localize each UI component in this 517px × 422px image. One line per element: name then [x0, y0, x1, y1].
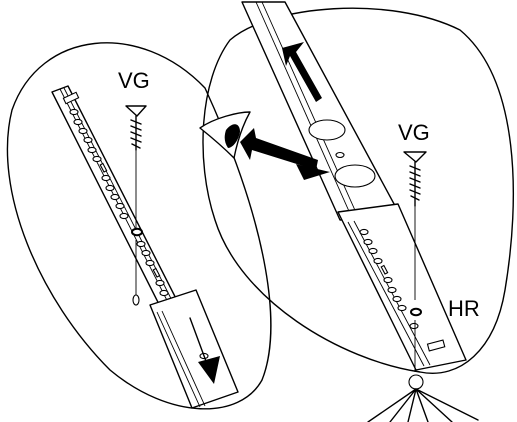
screw-left-icon: [125, 105, 147, 306]
right-rail-inner: [337, 203, 467, 371]
focus-point-rays: [367, 374, 479, 422]
arrow-down-left-icon: [189, 317, 220, 384]
screw-right-icon: [403, 151, 427, 372]
screw-label-left: VG: [118, 68, 150, 93]
left-rail-holes: [69, 108, 169, 297]
screw-label-right: VG: [398, 120, 430, 145]
rail-label-hr: HR: [448, 296, 480, 321]
eye-icon: [199, 111, 251, 159]
view-direction-arrow-icon: [240, 128, 330, 180]
right-rail-outer: [241, 1, 401, 221]
left-detail-bubble: [6, 42, 272, 410]
left-slide-inner: [149, 289, 239, 409]
arrow-up-right-icon: [282, 42, 322, 102]
left-rail: [51, 85, 193, 339]
right-rail-holes: [359, 228, 446, 352]
right-detail-bubble: [202, 7, 515, 374]
